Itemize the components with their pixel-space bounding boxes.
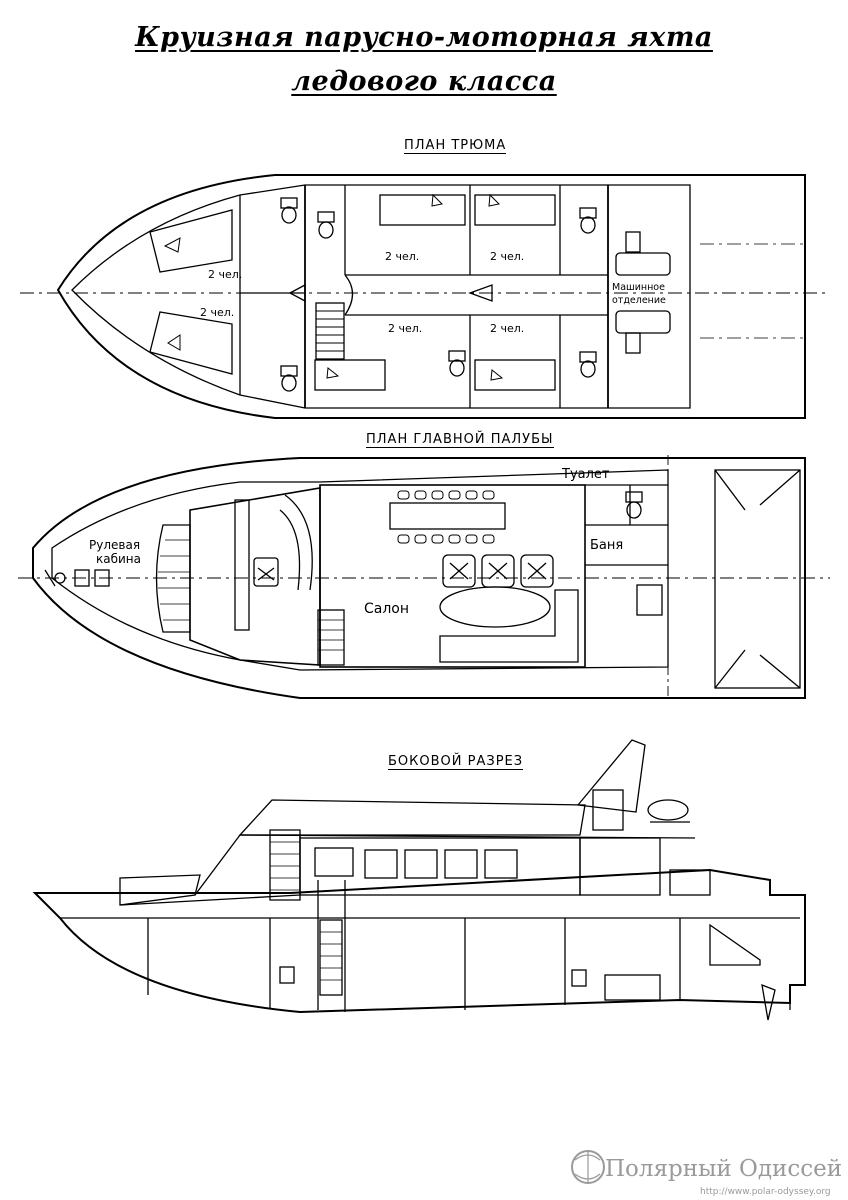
main-deck-plan-heading: План главной палубы [366,432,554,448]
cabin-label: 2 чел. [208,268,242,281]
hold-plan [20,174,830,419]
salon-label: Салон [364,601,409,617]
hold-plan-heading: План трюма [404,138,507,154]
deck-hull-outline [32,457,806,699]
engine-room-label-1: Машинное [612,282,665,293]
cabin-label: 2 чел. [200,306,234,319]
cabin-label: 2 чел. [490,322,524,335]
wheelhouse-label-2: кабина [96,552,141,566]
hold-hull-inner [71,184,691,409]
watermark-name: Полярный Одиссей [605,1156,842,1182]
hold-engine-icon [615,231,671,354]
engine-room-label-2: отделение [612,295,666,306]
salon-table [439,586,551,628]
side-section [32,739,806,1021]
deck-hull-inner [51,469,669,671]
title-line-1: Круизная парусно-моторная яхта [135,22,713,53]
watermark: Полярный Одиссей http://www.polar-odysse… [571,1150,842,1197]
bath-label: Баня [590,538,623,553]
title-line-2: ледового класса [291,66,557,97]
cabin-label: 2 чел. [385,250,419,263]
armchair-icon [442,554,554,588]
side-section-heading: Боковой разрез [388,754,524,770]
cabin-label: 2 чел. [388,322,422,335]
hold-hull-outline [56,174,806,419]
mast [576,739,646,813]
watermark-url: http://www.polar-odyssey.org [700,1187,831,1197]
wheelhouse-label-1: Рулевая [89,538,140,552]
side-hull-outline [32,868,806,1014]
toilet-label: Туалет [561,467,610,482]
main-deck-plan [18,455,830,700]
cabin-label: 2 чел. [490,250,524,263]
radar-dome [647,799,689,821]
hold-toilet-icon [280,197,597,392]
